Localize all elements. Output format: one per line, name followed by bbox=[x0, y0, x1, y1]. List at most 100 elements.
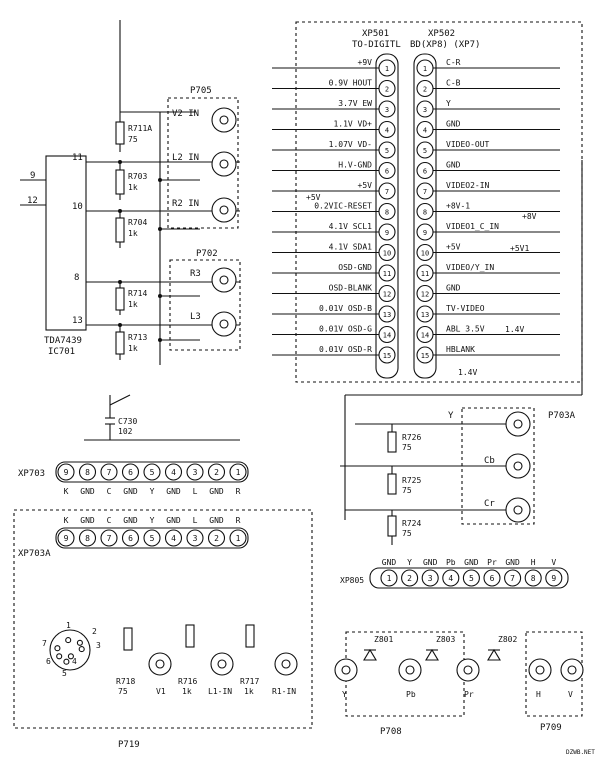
xp703a-pin-4 bbox=[164, 529, 183, 547]
zener-z802 bbox=[487, 648, 501, 661]
xp502-pin-num: 15 bbox=[421, 352, 429, 360]
r725-val: 75 bbox=[402, 486, 412, 495]
xp501-pin-15 bbox=[378, 346, 396, 364]
xp501-pin-num: 11 bbox=[383, 270, 391, 278]
resistor-r724 bbox=[387, 515, 397, 537]
jack-r3 bbox=[211, 267, 237, 293]
xp703-pin-num: 5 bbox=[150, 468, 155, 477]
r718-val: 75 bbox=[118, 687, 128, 696]
xp703-pin-num: 8 bbox=[85, 468, 90, 477]
c730-ref: C730 bbox=[118, 417, 137, 426]
xp805-pin-7 bbox=[504, 569, 522, 587]
xp703-pin-num: 3 bbox=[193, 468, 198, 477]
resistor-r711a bbox=[115, 121, 125, 145]
xp502-pin-12 bbox=[416, 284, 434, 303]
ic-pin-13: 13 bbox=[72, 316, 83, 326]
din-pin-label: 3 bbox=[96, 641, 101, 650]
xp703-signal: K bbox=[64, 487, 69, 496]
r724-ref: R724 bbox=[402, 519, 421, 528]
p709-label: P709 bbox=[540, 723, 562, 733]
xp501-title: XP501 bbox=[362, 29, 389, 39]
xp502-pin-num: 7 bbox=[423, 188, 427, 196]
jack-l1-label: L1-IN bbox=[208, 687, 232, 696]
p703a-in-cr: Cr bbox=[484, 499, 495, 509]
xp703a-pin-num: 5 bbox=[150, 534, 155, 543]
ic-pin-11: 11 bbox=[72, 153, 83, 163]
xp703a-pin-num: 4 bbox=[171, 534, 176, 543]
xp703a-signal: K bbox=[64, 516, 69, 525]
xp501-pin-num: 9 bbox=[385, 229, 389, 237]
xp502-pin-6 bbox=[416, 161, 434, 180]
zener-label: Z803 bbox=[436, 635, 455, 644]
xp501-pin-num: 12 bbox=[383, 291, 391, 299]
p702-block: P702 R3 L3 bbox=[169, 249, 241, 351]
p705-in-l2: L2 IN bbox=[172, 153, 199, 163]
xp501-pin-num: 15 bbox=[383, 352, 391, 360]
xp703a-pin-num: 7 bbox=[107, 534, 112, 543]
jack-xp805-label: Pb bbox=[406, 690, 416, 699]
xp703-pin-num: 4 bbox=[171, 468, 176, 477]
xp502-pin-num: 12 bbox=[421, 291, 429, 299]
xp703a-signal: GND bbox=[209, 516, 224, 525]
xp501-signal: 1.07V VD- bbox=[329, 140, 372, 149]
xp703a-pin-2 bbox=[207, 529, 226, 547]
resistor-r703 bbox=[115, 169, 125, 195]
r703-val: 1k bbox=[128, 183, 138, 192]
xp703-label: XP703 bbox=[18, 469, 45, 479]
xp502-signal: VIDEO-OUT bbox=[446, 140, 490, 149]
r714-ref: R714 bbox=[128, 289, 147, 298]
xp703-signal: GND bbox=[80, 487, 95, 496]
xp703a-signal: GND bbox=[123, 516, 138, 525]
din-pin-6 bbox=[56, 653, 63, 660]
r713-ref: R713 bbox=[128, 333, 147, 342]
xp501-pin-6 bbox=[378, 161, 396, 180]
xp805-pin-num: 6 bbox=[490, 574, 495, 583]
c730-val: 102 bbox=[118, 427, 133, 436]
xp502-signal: HBLANK bbox=[446, 345, 475, 354]
xp501-signal: 4.1V SDA1 bbox=[329, 243, 373, 252]
jack-l2 bbox=[211, 151, 237, 177]
p703a-block: P703A Y Cb Cr R726 75 R725 75 R724 75 bbox=[340, 407, 576, 545]
xp501-subtitle: TO-DIGITL bbox=[352, 40, 401, 50]
p702-label: P702 bbox=[196, 249, 218, 259]
xp501-signal: 3.7V EW bbox=[338, 99, 372, 108]
jack-p703a-cr bbox=[505, 497, 531, 523]
resistor-r718 bbox=[123, 627, 133, 651]
jack-r2 bbox=[211, 197, 237, 223]
xp502-8v-note: +8V bbox=[522, 212, 537, 221]
xp502-signal: GND bbox=[446, 284, 461, 293]
p703a-in-cb: Cb bbox=[484, 456, 495, 466]
xp501-pin-8 bbox=[378, 202, 396, 221]
xp703a-signal: R bbox=[236, 516, 241, 525]
xp502-pin-9 bbox=[416, 223, 434, 241]
xp501-pin-9 bbox=[378, 223, 396, 241]
xp501-pin-num: 10 bbox=[383, 250, 391, 258]
jack-xp805-label: Y bbox=[342, 690, 347, 699]
xp703-pin-6 bbox=[121, 463, 140, 481]
r716-ref: R716 bbox=[178, 677, 197, 686]
xp501-5v-note: +5V bbox=[306, 193, 321, 202]
din-pin-label: 4 bbox=[72, 657, 77, 666]
xp805-pin-num: 2 bbox=[407, 574, 412, 583]
xp703-signal: C bbox=[107, 487, 112, 496]
resistor-r714 bbox=[115, 287, 125, 311]
jack-l3 bbox=[211, 311, 237, 337]
p705-label: P705 bbox=[190, 86, 212, 96]
xp703a-pin-num: 3 bbox=[193, 534, 198, 543]
xp501-pin-3 bbox=[378, 100, 396, 118]
xp805-pin-8 bbox=[524, 569, 542, 587]
jack-xp805-label: Pr bbox=[464, 690, 474, 699]
xp501-pin-12 bbox=[378, 284, 396, 303]
xp502-pin-4 bbox=[416, 120, 434, 139]
xp805-signal: V bbox=[551, 558, 556, 567]
xp805-pin-num: 9 bbox=[551, 574, 556, 583]
din-pin-2 bbox=[76, 639, 83, 646]
xp703-pin-num: 2 bbox=[214, 468, 219, 477]
r714-val: 1k bbox=[128, 300, 138, 309]
din-pin-1 bbox=[65, 637, 72, 644]
xp703a-pin-8 bbox=[78, 529, 97, 547]
p705-block: P705 V2 IN L2 IN R2 IN bbox=[167, 86, 239, 229]
r711a-val: 75 bbox=[128, 135, 138, 144]
